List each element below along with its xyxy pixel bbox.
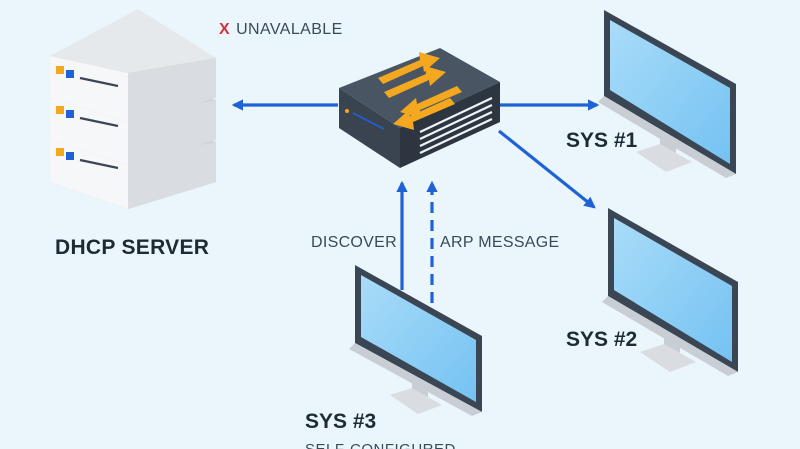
discover-label: DISCOVER — [311, 234, 397, 251]
unavailable-label: X UNAVALABLE — [219, 21, 343, 39]
unavailable-text: UNAVALABLE — [236, 21, 343, 38]
arrow-switch-to-sys2 — [498, 129, 596, 209]
dhcp-server-label: DHCP SERVER — [55, 236, 210, 259]
sys3-caption: SELF-CONFIGURED — [305, 441, 456, 449]
network-switch-icon — [339, 48, 500, 168]
sys1-label: SYS #1 — [566, 129, 638, 152]
sys2-label: SYS #2 — [566, 328, 638, 351]
monitor-icon — [349, 265, 482, 416]
unavailable-x-mark: X — [219, 21, 231, 38]
arp-message-label: ARP MESSAGE — [440, 234, 560, 251]
monitor-icon — [602, 208, 738, 376]
sys3-label: SYS #3 — [305, 410, 377, 433]
server-icon — [50, 9, 216, 209]
monitor-icon — [598, 10, 736, 178]
